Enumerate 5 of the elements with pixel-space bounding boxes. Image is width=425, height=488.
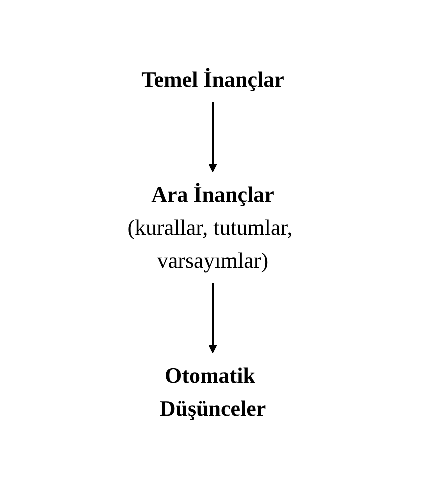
node-text: Temel İnançlar — [141, 67, 284, 92]
node-text: Ara İnançlar (kurallar, tutumlar, varsayımlar) — [127, 182, 292, 273]
arrow — [208, 283, 217, 354]
node-text: Otomatik Düşünceler — [159, 363, 266, 421]
arrow — [208, 102, 217, 172]
